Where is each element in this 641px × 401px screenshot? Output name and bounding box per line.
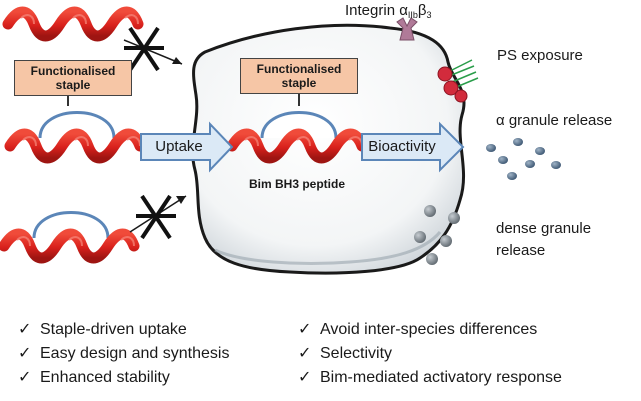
integrin-icon [396,17,418,41]
check-icon: ✓ [298,369,312,386]
check-icon: ✓ [18,369,32,386]
staple-box-center-line2: staple [281,76,317,90]
bioactivity-arrow [361,121,465,173]
advantages-list-right: ✓ Avoid inter-species differences ✓ Select… [298,318,562,390]
list-item-text: Easy design and synthesis [40,345,230,362]
uptake-label: Uptake [155,138,203,155]
staple-box-left-line1: Functionalised [30,64,116,78]
stapled-helix-bottom-left [4,211,134,259]
alpha-granule-label: α granule release [496,112,613,129]
list-item-text: Bim-mediated activatory response [320,369,562,386]
ps-exposure-label: PS exposure [497,47,583,64]
staple-box-center: Functionalised staple [240,58,358,94]
blocked-arrow-bottom-icon [129,194,187,240]
advantages-list-left: ✓ Staple-driven uptake ✓ Easy design and s… [18,318,229,390]
list-item: ✓ Selectivity [298,342,562,366]
check-icon: ✓ [18,345,32,362]
blocked-arrow-top-icon [123,26,183,72]
peptide-label: Bim BH3 peptide [249,177,346,191]
staple-box-center-line1: Functionalised [256,62,342,76]
integrin-label: Integrin αIIbβ3 [345,2,432,24]
alpha-granules [486,138,561,180]
uptake-arrow [140,121,234,173]
staple-box-left-line2: staple [55,78,91,92]
list-item: ✓ Avoid inter-species differences [298,318,562,342]
check-icon: ✓ [18,321,32,338]
list-item: ✓ Easy design and synthesis [18,342,229,366]
dense-granules [414,205,460,265]
integrin-label-sub2: 3 [426,10,432,20]
list-item-text: Selectivity [320,345,393,362]
stapled-helix-left [10,111,140,159]
helix-top-left [8,12,138,36]
stapled-helix-center [232,111,362,159]
list-item: ✓ Enhanced stability [18,366,229,390]
list-item: ✓ Staple-driven uptake [18,318,229,342]
dense-granule-label: dense granule release [496,218,591,262]
bioactivity-label: Bioactivity [368,138,436,155]
list-item-text: Enhanced stability [40,369,170,386]
dense-granule-label-line1: dense granule [496,220,592,237]
staple-box-left: Functionalised staple [14,60,132,96]
list-item-text: Staple-driven uptake [40,321,187,338]
integrin-label-base: Integrin α [345,2,408,19]
list-item-text: Avoid inter-species differences [320,321,538,338]
ps-lipid-icon [437,59,479,103]
integrin-label-sub1: IIb [407,10,418,20]
check-icon: ✓ [298,345,312,362]
check-icon: ✓ [298,321,312,338]
dense-granule-label-line2: release [496,242,546,259]
integrin-label-mid: β [417,2,427,19]
list-item: ✓ Bim-mediated activatory response [298,366,562,390]
